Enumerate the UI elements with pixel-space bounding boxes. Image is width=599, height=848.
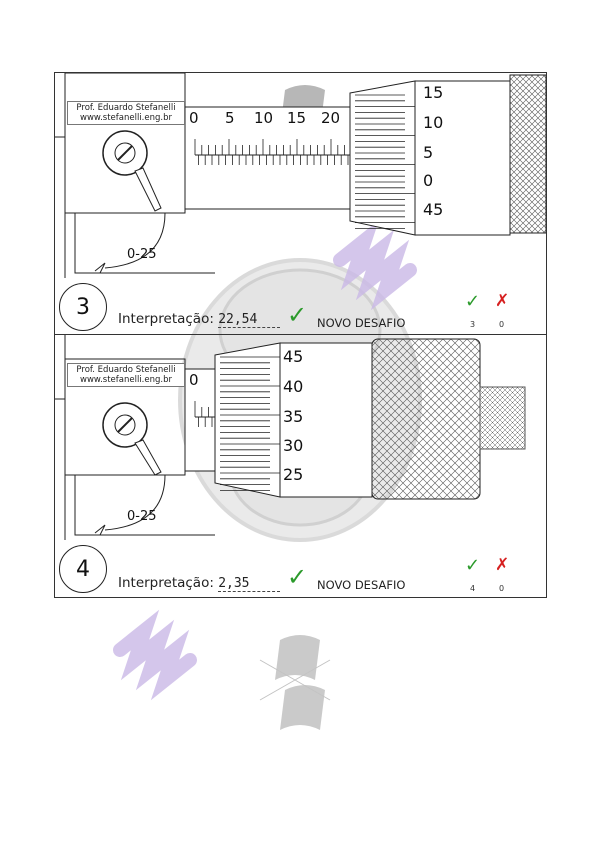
thimble-label-5: 5 xyxy=(423,143,434,162)
challenge-panel-3: Prof. Eduardo Stefanelli www.stefanelli.… xyxy=(54,72,547,335)
correct-score-icon: ✓ xyxy=(465,555,481,576)
check-icon[interactable]: ✓ xyxy=(287,301,308,329)
thimble-label-40: 40 xyxy=(283,377,304,396)
micrometer-drawing xyxy=(55,73,546,278)
thimble-label-10: 10 xyxy=(423,113,444,132)
sleeve-label-0: 0 xyxy=(189,371,199,389)
author-credit: Prof. Eduardo Stefanelli www.stefanelli.… xyxy=(67,363,185,387)
author-name: Prof. Eduardo Stefanelli xyxy=(76,103,176,113)
interpretation-label: Interpretação: xyxy=(118,575,214,591)
correct-count: 3 xyxy=(470,320,476,329)
interpretation-label: Interpretação: xyxy=(118,311,214,327)
answer-input[interactable]: 22,54 xyxy=(218,312,281,328)
thimble-label-0: 0 xyxy=(423,171,434,190)
interpretation-row: Interpretação: 2,35 xyxy=(118,575,281,592)
challenge-number-badge: 4 xyxy=(59,545,107,593)
sleeve-label-15: 15 xyxy=(287,109,307,127)
answer-input[interactable]: 2,35 xyxy=(218,576,281,592)
sleeve-scale xyxy=(194,401,213,427)
wrong-score-icon: ✗ xyxy=(495,291,510,311)
thimble-label-45: 45 xyxy=(283,347,304,366)
sleeve-label-20: 20 xyxy=(321,109,341,127)
new-challenge-button[interactable]: NOVO DESAFIO xyxy=(317,578,406,592)
range-label: 0-25 xyxy=(127,509,157,524)
thimble-label-45: 45 xyxy=(423,200,444,219)
thimble-scale xyxy=(355,94,417,229)
sleeve-label-10: 10 xyxy=(254,109,274,127)
challenge-panel-4: Prof. Eduardo Stefanelli www.stefanelli.… xyxy=(54,334,547,598)
sleeve-label-0: 0 xyxy=(189,109,199,127)
author-website: www.stefanelli.eng.br xyxy=(80,113,172,123)
check-icon[interactable]: ✓ xyxy=(287,563,308,591)
thimble-label-30: 30 xyxy=(283,436,304,455)
interpretation-row: Interpretação: 22,54 xyxy=(118,311,281,328)
thimble-scale xyxy=(220,356,283,491)
correct-score-icon: ✓ xyxy=(465,291,481,312)
sleeve-scale xyxy=(194,139,349,165)
correct-count: 4 xyxy=(470,584,476,593)
author-name: Prof. Eduardo Stefanelli xyxy=(76,365,176,375)
challenge-number-badge: 3 xyxy=(59,283,107,331)
new-challenge-button[interactable]: NOVO DESAFIO xyxy=(317,316,406,330)
wrong-count: 0 xyxy=(499,320,505,329)
range-label: 0-25 xyxy=(127,247,157,262)
thimble-label-25: 25 xyxy=(283,465,304,484)
author-website: www.stefanelli.eng.br xyxy=(80,375,172,385)
micrometer-drawing xyxy=(55,335,526,540)
wrong-score-icon: ✗ xyxy=(495,555,510,575)
author-credit: Prof. Eduardo Stefanelli www.stefanelli.… xyxy=(67,101,185,125)
thimble-label-15: 15 xyxy=(423,83,444,102)
thimble-label-35: 35 xyxy=(283,407,304,426)
wrong-count: 0 xyxy=(499,584,505,593)
sleeve-label-5: 5 xyxy=(225,109,235,127)
